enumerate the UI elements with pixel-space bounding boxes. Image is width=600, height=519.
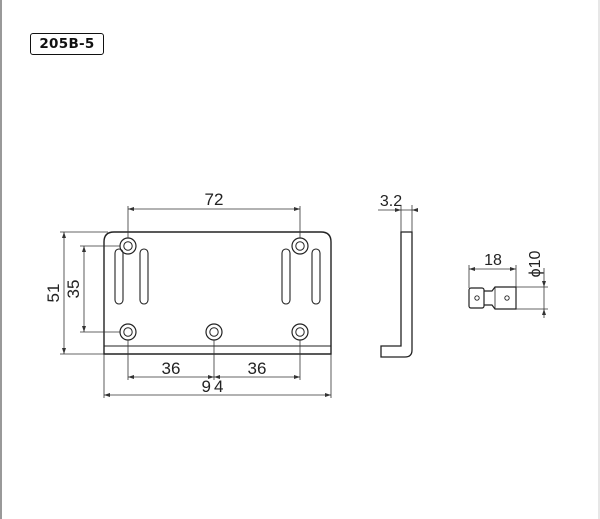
slot-left-2	[139, 248, 149, 305]
pin-hole-1	[474, 295, 480, 301]
pin-hole-2	[504, 295, 510, 301]
pin-detail	[468, 286, 517, 310]
dim-hole-spacing-right: 36	[248, 359, 267, 378]
dim-thickness: 3.2	[380, 193, 402, 210]
side-view	[380, 231, 413, 358]
part-code-badge: 205B-5	[30, 33, 104, 55]
pin-arrowheads	[469, 267, 546, 315]
front-view-dimensions	[60, 206, 332, 398]
slot-right-2	[311, 248, 321, 305]
front-view	[103, 231, 332, 355]
hole-bottom-right	[291, 323, 309, 341]
slot-right-1	[281, 248, 291, 305]
dim-pin-diameter: ϕ10	[527, 251, 544, 278]
hole-bottom-center	[205, 323, 223, 341]
dim-height-total: 51	[44, 284, 63, 303]
hole-bottom-left	[119, 323, 137, 341]
dim-hole-spacing-top: 72	[205, 190, 224, 209]
pin-head	[468, 287, 485, 309]
plate-outline	[103, 231, 332, 355]
dim-hole-spacing-left: 36	[162, 359, 181, 378]
hole-top-right	[291, 237, 309, 255]
hole-top-left	[119, 237, 137, 255]
front-view-arrowheads	[62, 207, 331, 397]
dim-width-total: 94	[202, 377, 227, 396]
side-view-arrowheads	[395, 208, 418, 212]
angle-profile	[380, 231, 413, 358]
dim-pin-length: 18	[484, 252, 502, 269]
pin-shank	[484, 286, 517, 310]
slot-left-1	[114, 248, 124, 305]
dim-hole-spacing-vertical: 35	[64, 280, 83, 299]
